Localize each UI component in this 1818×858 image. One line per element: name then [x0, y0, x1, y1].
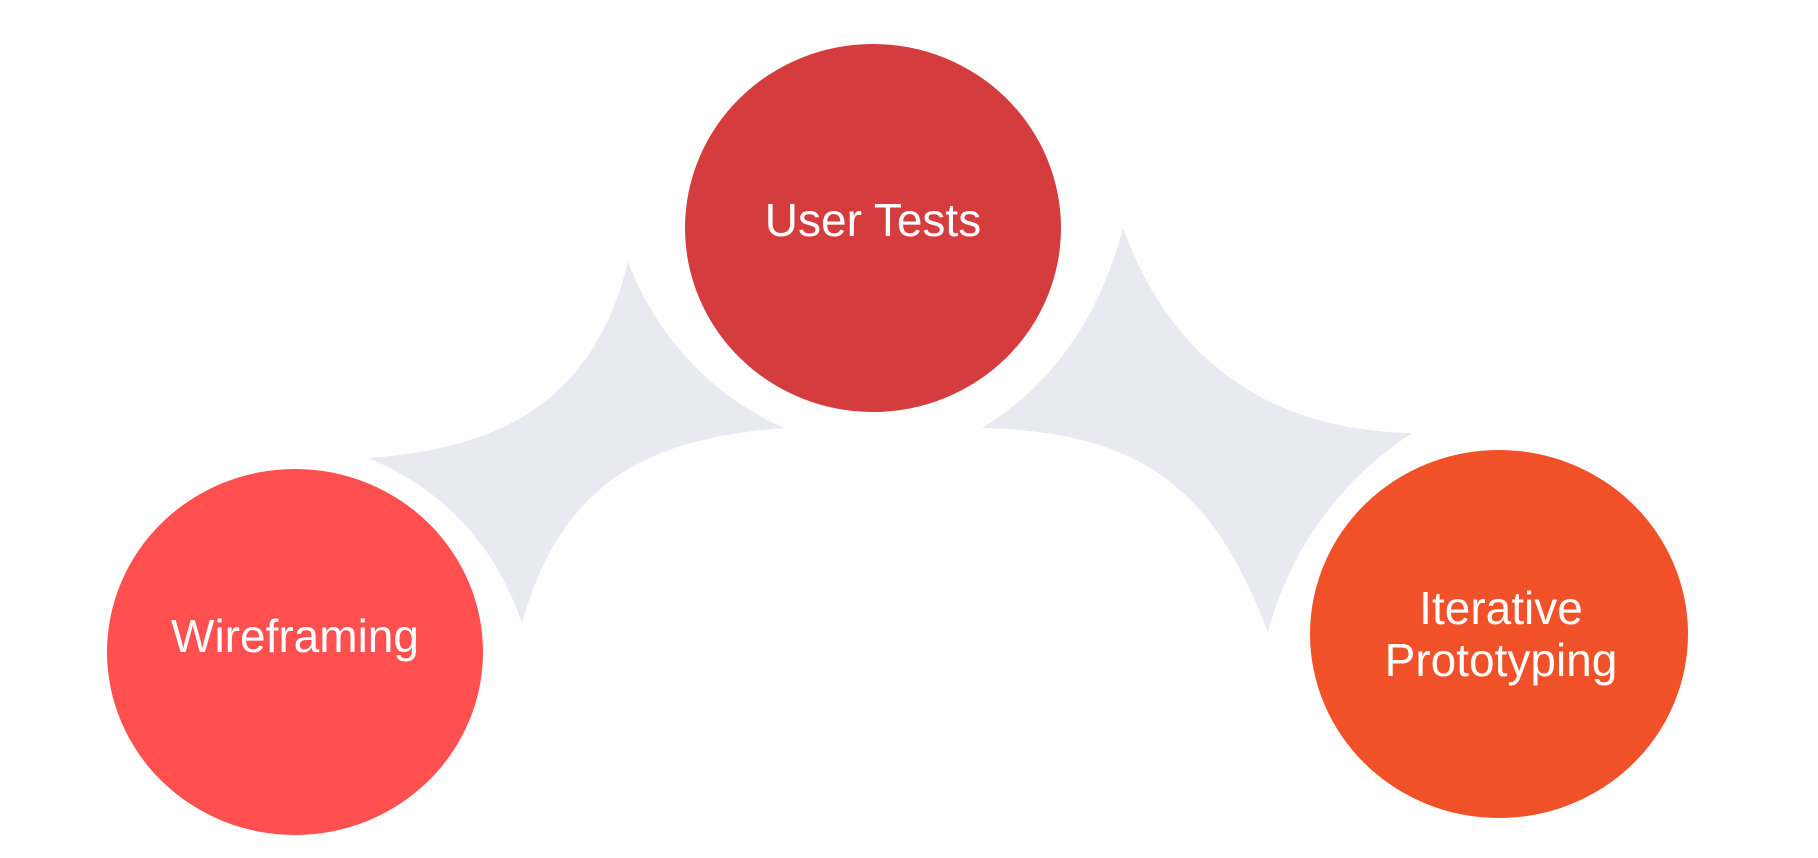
- node-wireframing-circle: [107, 469, 483, 835]
- node-user-tests-label: User Tests: [765, 194, 981, 246]
- node-iterative-prototyping: Iterative Prototyping: [1310, 450, 1688, 818]
- node-iterative-prototyping-circle: [1310, 450, 1688, 818]
- node-iterative-prototyping-label-line2: Prototyping: [1385, 634, 1618, 686]
- node-user-tests-circle: [685, 44, 1061, 412]
- connector-left: [368, 262, 785, 623]
- node-wireframing: Wireframing: [107, 469, 483, 835]
- node-user-tests: User Tests: [685, 44, 1061, 412]
- node-iterative-prototyping-label-line1: Iterative: [1419, 582, 1583, 634]
- node-wireframing-label: Wireframing: [171, 610, 419, 662]
- connector-right: [982, 228, 1412, 632]
